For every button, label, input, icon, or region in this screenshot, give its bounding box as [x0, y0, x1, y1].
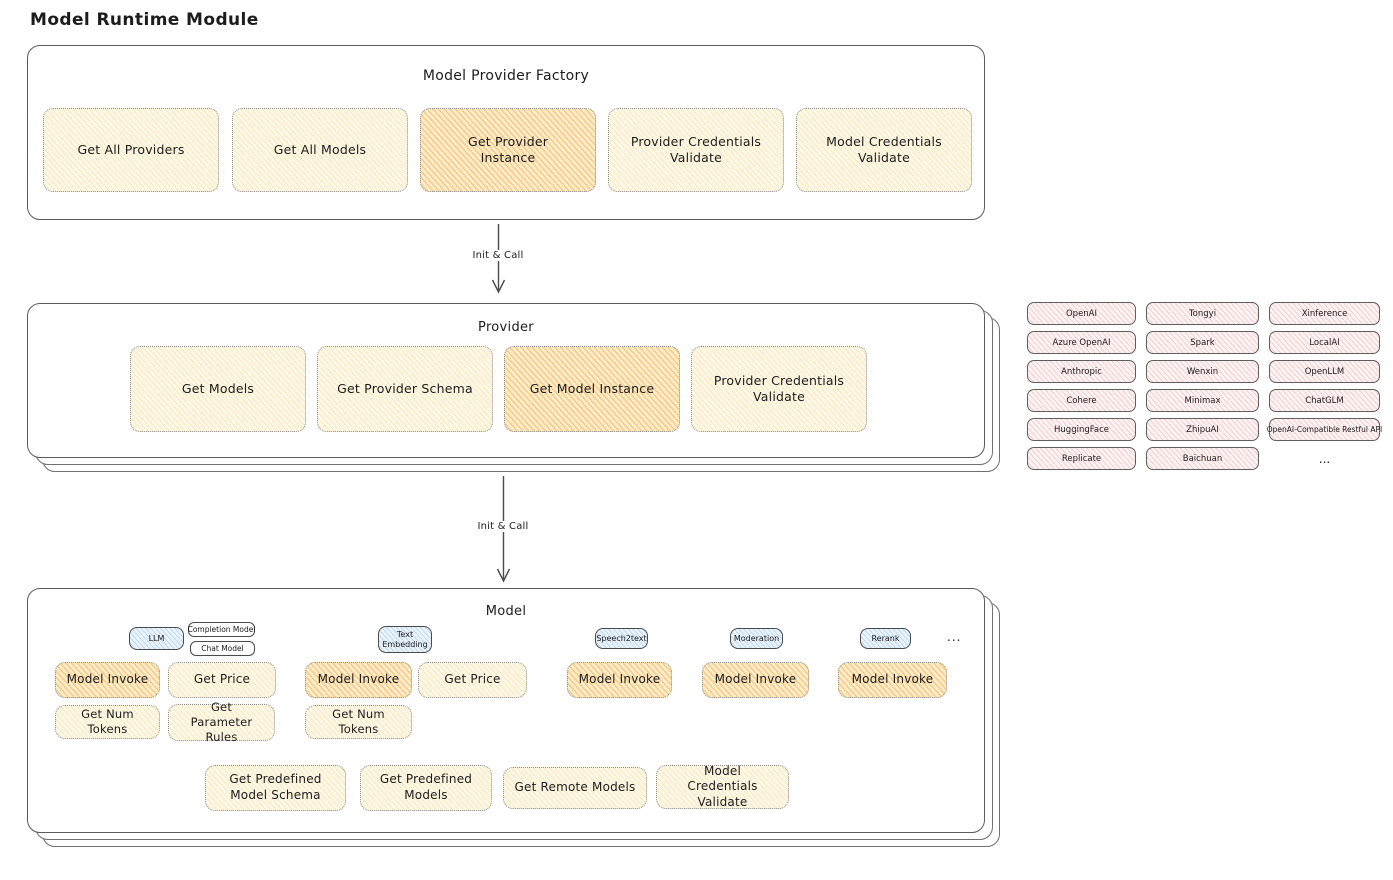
arrow-label-init-call-2: Init & Call: [463, 521, 543, 532]
page-title: Model Runtime Module: [30, 10, 259, 30]
node-get-remote-models: Get Remote Models: [503, 767, 647, 809]
node-speech2text-model-invoke: Model Invoke: [567, 662, 672, 698]
node-embedding-get-num-tokens: Get Num Tokens: [305, 705, 412, 739]
node-model-credentials-validate-2: Model Credentials Validate: [656, 764, 789, 809]
provider-pill: Tongyi: [1146, 302, 1259, 325]
node-get-predefined-models: Get Predefined Models: [360, 765, 492, 811]
model-type-llm: LLM: [129, 627, 184, 650]
node-llm-get-price: Get Price: [168, 662, 276, 698]
factory-title: Model Provider Factory: [422, 68, 590, 84]
node-provider-credentials-validate: Provider Credentials Validate: [608, 108, 784, 192]
model-title: Model: [485, 604, 527, 619]
node-model-credentials-validate: Model Credentials Validate: [796, 108, 972, 192]
node-embedding-get-price: Get Price: [418, 662, 527, 698]
provider-list: OpenAI Tongyi Xinference Azure OpenAI Sp…: [1027, 302, 1382, 470]
node-get-provider-schema: Get Provider Schema: [317, 346, 493, 432]
provider-pill: ZhipuAI: [1146, 418, 1259, 441]
node-get-models: Get Models: [130, 346, 306, 432]
node-get-provider-instance: Get Provider Instance: [420, 108, 596, 192]
node-rerank-model-invoke: Model Invoke: [838, 662, 947, 698]
provider-pill: Azure OpenAI: [1027, 331, 1136, 354]
provider-list-more: ...: [1318, 451, 1331, 466]
provider-title: Provider: [478, 320, 534, 335]
node-get-model-instance: Get Model Instance: [504, 346, 680, 432]
provider-pill: LocalAI: [1269, 331, 1380, 354]
model-types-more: ...: [947, 630, 962, 644]
provider-pill: OpenLLM: [1269, 360, 1380, 383]
provider-pill: Xinference: [1269, 302, 1380, 325]
node-get-predefined-model-schema: Get Predefined Model Schema: [205, 765, 346, 811]
node-get-all-providers: Get All Providers: [43, 108, 219, 192]
provider-pill: Cohere: [1027, 389, 1136, 412]
node-llm-get-parameter-rules: Get Parameter Rules: [168, 700, 275, 744]
provider-pill: Baichuan: [1146, 447, 1259, 470]
model-subtype-chat-model: Chat Model: [190, 641, 255, 656]
model-subtype-completion-model: Completion Model: [188, 622, 255, 637]
provider-pill: HuggingFace: [1027, 418, 1136, 441]
node-llm-model-invoke: Model Invoke: [55, 662, 160, 698]
provider-pill: Anthropic: [1027, 360, 1136, 383]
node-get-all-models: Get All Models: [232, 108, 408, 192]
node-moderation-model-invoke: Model Invoke: [702, 662, 809, 698]
provider-pill: Replicate: [1027, 447, 1136, 470]
provider-pill: Minimax: [1146, 389, 1259, 412]
model-type-moderation: Moderation: [730, 628, 783, 649]
node-llm-get-num-tokens: Get Num Tokens: [55, 705, 160, 739]
provider-pill: OpenAI-Compatible Restful API: [1267, 418, 1382, 441]
arrow-label-init-call-1: Init & Call: [458, 250, 538, 261]
model-type-rerank: Rerank: [860, 628, 911, 649]
provider-pill: Spark: [1146, 331, 1259, 354]
provider-pill: OpenAI: [1027, 302, 1136, 325]
model-type-speech2text: Speech2text: [595, 628, 648, 649]
provider-pill: ChatGLM: [1269, 389, 1380, 412]
provider-pill: Wenxin: [1146, 360, 1259, 383]
node-provider-credentials-validate-2: Provider Credentials Validate: [691, 346, 867, 432]
node-embedding-model-invoke: Model Invoke: [305, 662, 412, 698]
model-type-text-embedding: Text Embedding: [378, 626, 432, 653]
